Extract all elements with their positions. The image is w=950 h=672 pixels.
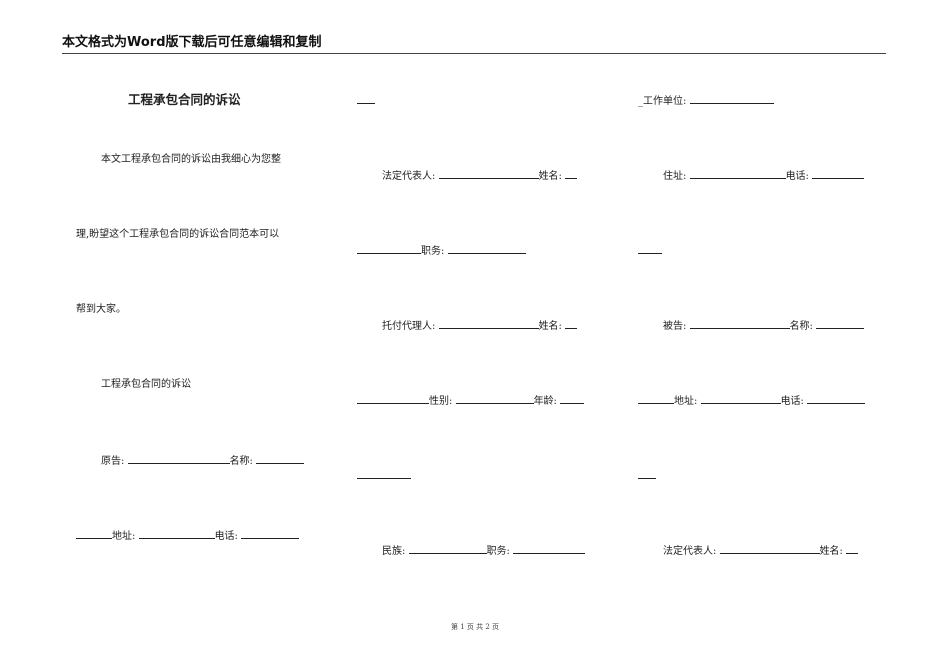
plaintiff-phone-label: 电话: [214,531,238,542]
plaintiff-field[interactable] [127,452,230,464]
surname-field[interactable] [565,167,578,179]
defendant-name-field[interactable] [816,317,865,329]
defendant-address-field[interactable] [700,392,781,404]
position2-label: 职务: [486,546,510,557]
intro-line-3: 帮到大家。 [76,304,126,315]
col2-blank-field[interactable] [357,467,411,479]
col2-blank-row [357,467,603,483]
col3-blank-field-1[interactable] [638,242,662,254]
legal-rep-label: 法定代表人: [382,171,436,182]
position-row: 职务: [357,242,603,258]
defendant-name-label: 名称: [789,321,813,332]
document-title: 工程承包合同的诉讼 [128,92,241,107]
defendant-row: 被告: 名称: [638,317,886,333]
intro-line-1: 本文工程承包合同的诉讼由我细心为您整 [101,154,281,165]
col3-blank-field-2[interactable] [638,467,656,479]
legal-rep-field[interactable] [438,167,539,179]
plaintiff-name-label: 名称: [229,456,253,467]
col3-blank-row-2 [638,467,886,483]
defendant-surname-field[interactable] [846,542,859,554]
plaintiff-prefix-field[interactable] [76,527,112,539]
col2-top-row [357,92,603,108]
defendant-legal-rep-label: 法定代表人: [663,546,717,557]
column-3: _工作单位: 住址: 电话: 被告: 名称: 地址: 电话: 法定代表人: 姓名… [638,80,886,600]
intro-line-2: 理,盼望这个工程承包合同的诉讼合同范本可以 [76,229,280,240]
agent-name-label: 姓名: [538,321,562,332]
position-label: 职务: [421,246,445,257]
legal-rep-row: 法定代表人: 姓名: [357,167,603,183]
position-prefix-field[interactable] [357,242,421,254]
ethnicity-field[interactable] [408,542,487,554]
gender-age-row: 性别: 年龄: [357,392,603,408]
agent-field[interactable] [438,317,539,329]
residence-phone-field[interactable] [812,167,865,179]
defendant-phone-field[interactable] [807,392,866,404]
residence-row: 住址: 电话: [638,167,886,183]
plaintiff-address-label: 地址: [112,531,136,542]
agent-label: 托付代理人: [382,321,436,332]
header-divider [62,53,886,54]
defendant-prefix-field[interactable] [638,392,674,404]
position-field[interactable] [447,242,526,254]
residence-field[interactable] [689,167,786,179]
plaintiff-phone-field[interactable] [241,527,300,539]
page-number: 第 1 页 共 2 页 [450,623,500,631]
plaintiff-name-field[interactable] [256,452,305,464]
document-header: 本文格式为Word版下载后可任意编辑和复制 [62,35,322,50]
defendant-field[interactable] [689,317,790,329]
defendant-surname-label: 姓名: [819,546,843,557]
defendant-address-row: 地址: 电话: [638,392,886,408]
plaintiff-label: 原告: [101,456,125,467]
col2-top-field[interactable] [357,92,375,104]
column-1: 工程承包合同的诉讼 本文工程承包合同的诉讼由我细心为您整 理,盼望这个工程承包合… [76,80,322,600]
defendant-legal-rep-field[interactable] [719,542,820,554]
defendant-legal-rep-row: 法定代表人: 姓名: [638,542,886,558]
workplace-field[interactable] [689,92,774,104]
column-2: 法定代表人: 姓名: 职务: 托付代理人: 姓名: 性别: 年龄: 民族: 职务… [357,80,603,600]
residence-label: 住址: [663,171,687,182]
gender-prefix-field[interactable] [357,392,429,404]
defendant-label: 被告: [663,321,687,332]
position2-field[interactable] [513,542,586,554]
ethnicity-label: 民族: [382,546,406,557]
agent-row: 托付代理人: 姓名: [357,317,603,333]
col3-blank-row-1 [638,242,886,258]
agent-name-field[interactable] [565,317,578,329]
gender-field[interactable] [455,392,534,404]
workplace-row: _工作单位: [638,92,886,108]
defendant-phone-label: 电话: [780,396,804,407]
residence-phone-label: 电话: [785,171,809,182]
age-label: 年龄: [533,396,557,407]
defendant-address-label: 地址: [674,396,698,407]
plaintiff-address-field[interactable] [138,527,215,539]
plaintiff-row: 原告: 名称: [76,452,322,468]
surname-label: 姓名: [538,171,562,182]
section-subtitle: 工程承包合同的诉讼 [101,379,191,390]
ethnicity-row: 民族: 职务: [357,542,603,558]
workplace-label: _工作单位: [638,96,687,107]
age-field[interactable] [560,392,585,404]
plaintiff-address-row: 地址: 电话: [76,527,322,543]
gender-label: 性别: [429,396,453,407]
